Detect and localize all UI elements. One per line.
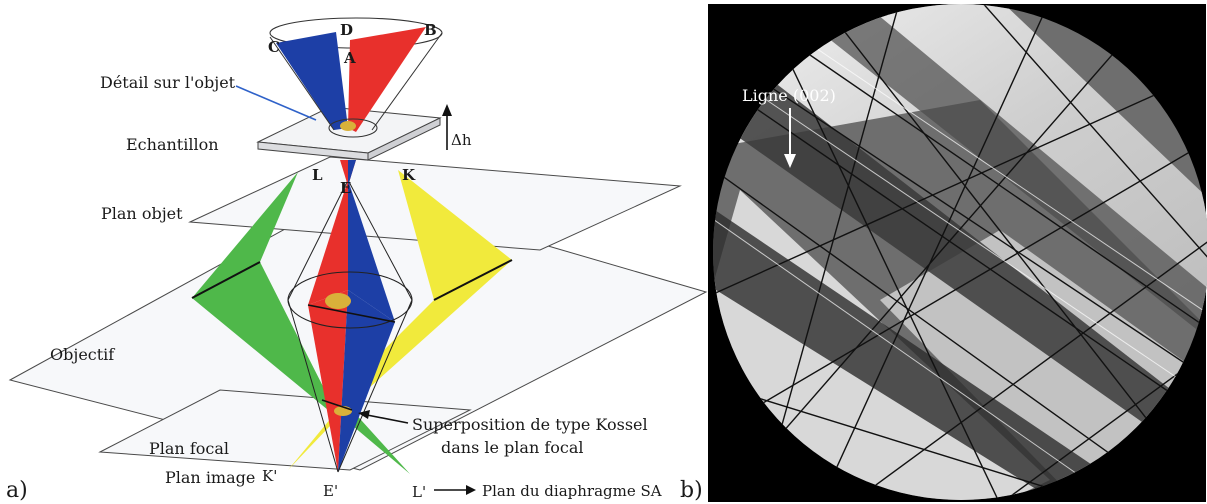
point-E: E xyxy=(340,179,351,197)
objet-ring xyxy=(328,118,378,138)
green-ray-upper xyxy=(192,172,298,298)
detail-leader xyxy=(235,85,317,121)
point-K: K xyxy=(402,166,416,184)
point-L: L xyxy=(312,166,323,184)
top-cone-blue xyxy=(276,32,348,130)
e-crossing-blue xyxy=(348,160,356,186)
ligne-arrowhead xyxy=(784,154,796,168)
label-echantillon: Echantillon xyxy=(126,135,219,154)
delta-h-arrowhead xyxy=(442,104,452,116)
point-E-prime: E' xyxy=(323,482,338,500)
label-plan-diaphragme: Plan du diaphragme SA xyxy=(482,482,662,500)
point-B: B xyxy=(424,21,437,39)
objectif-spot xyxy=(325,293,351,309)
plan-focal-plane xyxy=(98,389,472,471)
top-cone-red xyxy=(348,27,426,132)
diaphragme-arrowhead xyxy=(466,485,476,495)
echantillon-slab-side2 xyxy=(367,117,441,161)
label-plan-focal: Plan focal xyxy=(149,439,229,458)
yellow-ray-lower xyxy=(338,260,512,405)
top-cone-left xyxy=(269,36,335,131)
yellow-edge xyxy=(433,259,513,301)
blue-ray-upper xyxy=(348,180,395,322)
label-ligne-002: Ligne (002) xyxy=(742,86,836,105)
superposition-arrow xyxy=(361,413,409,424)
panel-a-tag: a) xyxy=(6,478,28,503)
red-ray-lower xyxy=(308,290,348,472)
kossel-pattern-image xyxy=(713,4,1207,500)
superposition-arrowhead xyxy=(358,410,370,419)
objet-spot xyxy=(340,121,356,131)
label-objectif: Objectif xyxy=(50,345,115,364)
point-K-prime: K' xyxy=(262,467,277,485)
panel-b: b) xyxy=(680,4,1207,503)
green-ray-lower xyxy=(192,262,340,420)
label-plan-objet: Plan objet xyxy=(101,204,183,223)
panel-b-tag: b) xyxy=(680,478,703,503)
label-detail: Détail sur l'objet xyxy=(100,73,236,92)
focal-edge xyxy=(321,399,353,411)
cone-left-edge xyxy=(287,299,339,473)
red-blue-edge xyxy=(307,304,396,323)
red-ray-upper xyxy=(308,180,348,305)
label-delta-h: Δh xyxy=(451,131,472,149)
label-superposition-2: dans le plan focal xyxy=(441,438,584,457)
point-D: D xyxy=(340,21,353,39)
green-edge xyxy=(191,261,261,299)
label-plan-image: Plan image xyxy=(165,468,255,487)
label-superposition-1: Superposition de type Kossel xyxy=(412,415,648,434)
top-cone-right xyxy=(371,32,443,131)
point-A: A xyxy=(343,49,356,67)
point-L-prime: L' xyxy=(412,483,426,501)
panel-a: D A B C E L K E' K' L' Détail sur l'obje… xyxy=(6,17,708,503)
cone-right-edge xyxy=(337,299,413,473)
cone-left-top xyxy=(287,179,349,301)
blue-ray-lower xyxy=(338,290,395,472)
cone-right-top xyxy=(347,179,413,301)
point-C: C xyxy=(268,38,280,56)
yellow-ray-upper xyxy=(398,170,512,300)
